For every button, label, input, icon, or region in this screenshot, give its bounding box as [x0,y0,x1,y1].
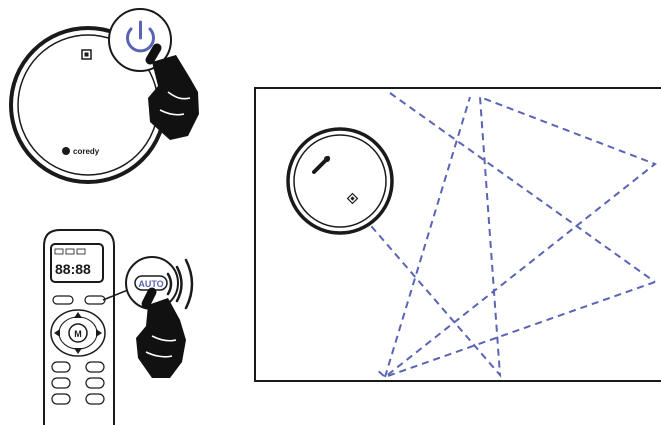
robot-logo-icon [62,147,70,155]
remote-button-row3-left[interactable] [52,394,70,404]
remote-button-top-left[interactable] [53,296,73,304]
robot-in-room-icon [288,129,392,233]
remote-control: 88:88 M [44,230,114,425]
room-outline [255,88,661,381]
auto-button-label[interactable]: AUTO [138,279,163,289]
remote-dpad[interactable]: M [51,310,105,356]
remote-button-row1-right[interactable] [86,362,104,372]
remote-display-digits: 88:88 [55,261,91,277]
remote-button-row3-right[interactable] [86,394,104,404]
remote-button-row2-right[interactable] [86,378,104,388]
remote-button-row2-left[interactable] [52,378,70,388]
remote-button-top-right[interactable] [85,296,105,304]
hand-pressing-auto-icon [136,292,186,378]
hand-pressing-power-icon [148,48,199,140]
room-area [255,88,661,381]
remote-center-button-label: M [74,329,82,339]
remote-button-row1-left[interactable] [52,362,70,372]
robot-brand-label: coredy [73,147,100,156]
